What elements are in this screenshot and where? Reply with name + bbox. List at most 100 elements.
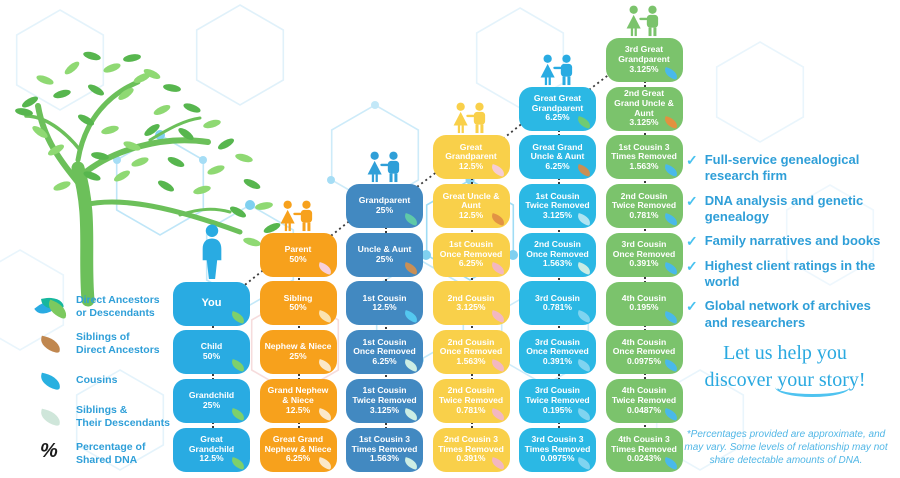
- relation-percentage: 0.391%: [456, 453, 486, 464]
- leaf-icon: [575, 115, 593, 129]
- relation-title: 2nd Cousin 3 Times Removed: [438, 434, 504, 454]
- relation-percentage: 3.125%: [369, 404, 400, 415]
- multi-leaf-icon: [34, 295, 70, 320]
- relation-title: 2nd Cousin Twice Removed: [438, 385, 504, 405]
- legend-label: Siblings &Their Descendants: [76, 403, 170, 429]
- couple-icon: [367, 151, 399, 183]
- percent-icon: %: [40, 439, 58, 462]
- relation-title: 2nd Cousin: [447, 292, 495, 303]
- relation-percentage: 0.195%: [542, 404, 573, 415]
- relation-title: 3rd Cousin: [535, 292, 580, 303]
- relation-title: 3rd Cousin Once Removed: [612, 239, 676, 259]
- check-icon: ✓: [686, 298, 698, 315]
- leaf-icon: [575, 310, 593, 324]
- blue-leaf-icon: [34, 369, 68, 393]
- leaf-icon: [229, 310, 247, 324]
- couple-icon: [540, 54, 572, 85]
- relation-percentage: 12.5%: [199, 453, 224, 464]
- leaf-icon: [402, 456, 420, 470]
- relation-percentage: 0.0975%: [627, 355, 661, 366]
- relation-title: Grandparent: [358, 195, 411, 206]
- leaf-icon: [575, 213, 593, 227]
- relation-percentage: 12.5%: [285, 404, 311, 415]
- relation-percentage: 0.0243%: [627, 453, 661, 464]
- relation-title: Grand Nephew & Niece: [267, 385, 329, 405]
- relation-title: 1st Cousin 3 Times Removed: [351, 434, 418, 454]
- leaf-icon: [575, 359, 593, 373]
- relation-percentage: 25%: [289, 351, 307, 362]
- relation-percentage: 0.781%: [456, 404, 486, 415]
- relation-title: 1st Cousin Twice Removed: [525, 190, 590, 211]
- relation-title: Sibling: [283, 292, 313, 303]
- relation-title: 2nd Great Grand Uncle & Aunt: [614, 88, 674, 118]
- leaf-icon: [402, 261, 420, 275]
- relation-percentage: 1.563%: [369, 453, 400, 464]
- leaf-icon: [229, 359, 247, 373]
- check-icon: ✓: [686, 233, 698, 249]
- relation-title: 3rd Cousin 3 Times Removed: [524, 434, 591, 454]
- leaf-icon: [662, 407, 679, 421]
- check-icon: ✓: [686, 257, 698, 274]
- leaf-icon: [662, 310, 679, 324]
- couple-icon: [453, 102, 486, 134]
- leaf-icon: [489, 407, 506, 421]
- leaf-icon: [489, 359, 506, 373]
- relation-percentage: 3.125%: [629, 63, 659, 74]
- leaf-icon: [489, 213, 506, 227]
- relation-title: Parent: [284, 244, 312, 255]
- leaf-icon: [402, 310, 420, 324]
- relation-percentage: 0.781%: [629, 209, 659, 220]
- tree-illustration: [15, 51, 281, 307]
- relation-percentage: 12.5%: [458, 161, 484, 172]
- relation-title: Great Grandchild: [188, 434, 235, 454]
- legend-item-cousins: Cousins: [34, 369, 184, 393]
- leaf-icon: [316, 310, 333, 324]
- relation-percentage: 0.195%: [629, 302, 659, 313]
- relation-percentage: 0.781%: [542, 302, 573, 313]
- leaf-icon: [229, 407, 247, 421]
- relation-percentage: 6.25%: [545, 161, 570, 172]
- relation-title: 3rd Cousin Once Removed: [526, 336, 589, 357]
- leaf-icon: [489, 456, 506, 470]
- leaf-icon: [662, 261, 679, 275]
- benefit-item: ✓DNA analysis and genetic genealogy: [686, 192, 864, 224]
- relation-title: You: [201, 297, 222, 310]
- relation-percentage: 1.563%: [456, 355, 486, 366]
- relation-percentage: 12.5%: [372, 302, 397, 313]
- relation-percentage: 0.391%: [542, 355, 573, 366]
- relation-percentage: 6.25%: [458, 258, 484, 269]
- leaf-icon: [402, 213, 420, 227]
- underlined-word: your: [777, 369, 814, 391]
- leaf-icon: [662, 164, 679, 178]
- pale-leaf-icon: [34, 405, 68, 429]
- leaf-icon: [316, 261, 333, 275]
- leaf-icon: [229, 456, 247, 470]
- relation-title: 1st Cousin 3 Times Removed: [611, 141, 677, 162]
- relation-title: 2nd Cousin Twice Removed: [611, 190, 677, 211]
- check-icon: ✓: [686, 192, 698, 209]
